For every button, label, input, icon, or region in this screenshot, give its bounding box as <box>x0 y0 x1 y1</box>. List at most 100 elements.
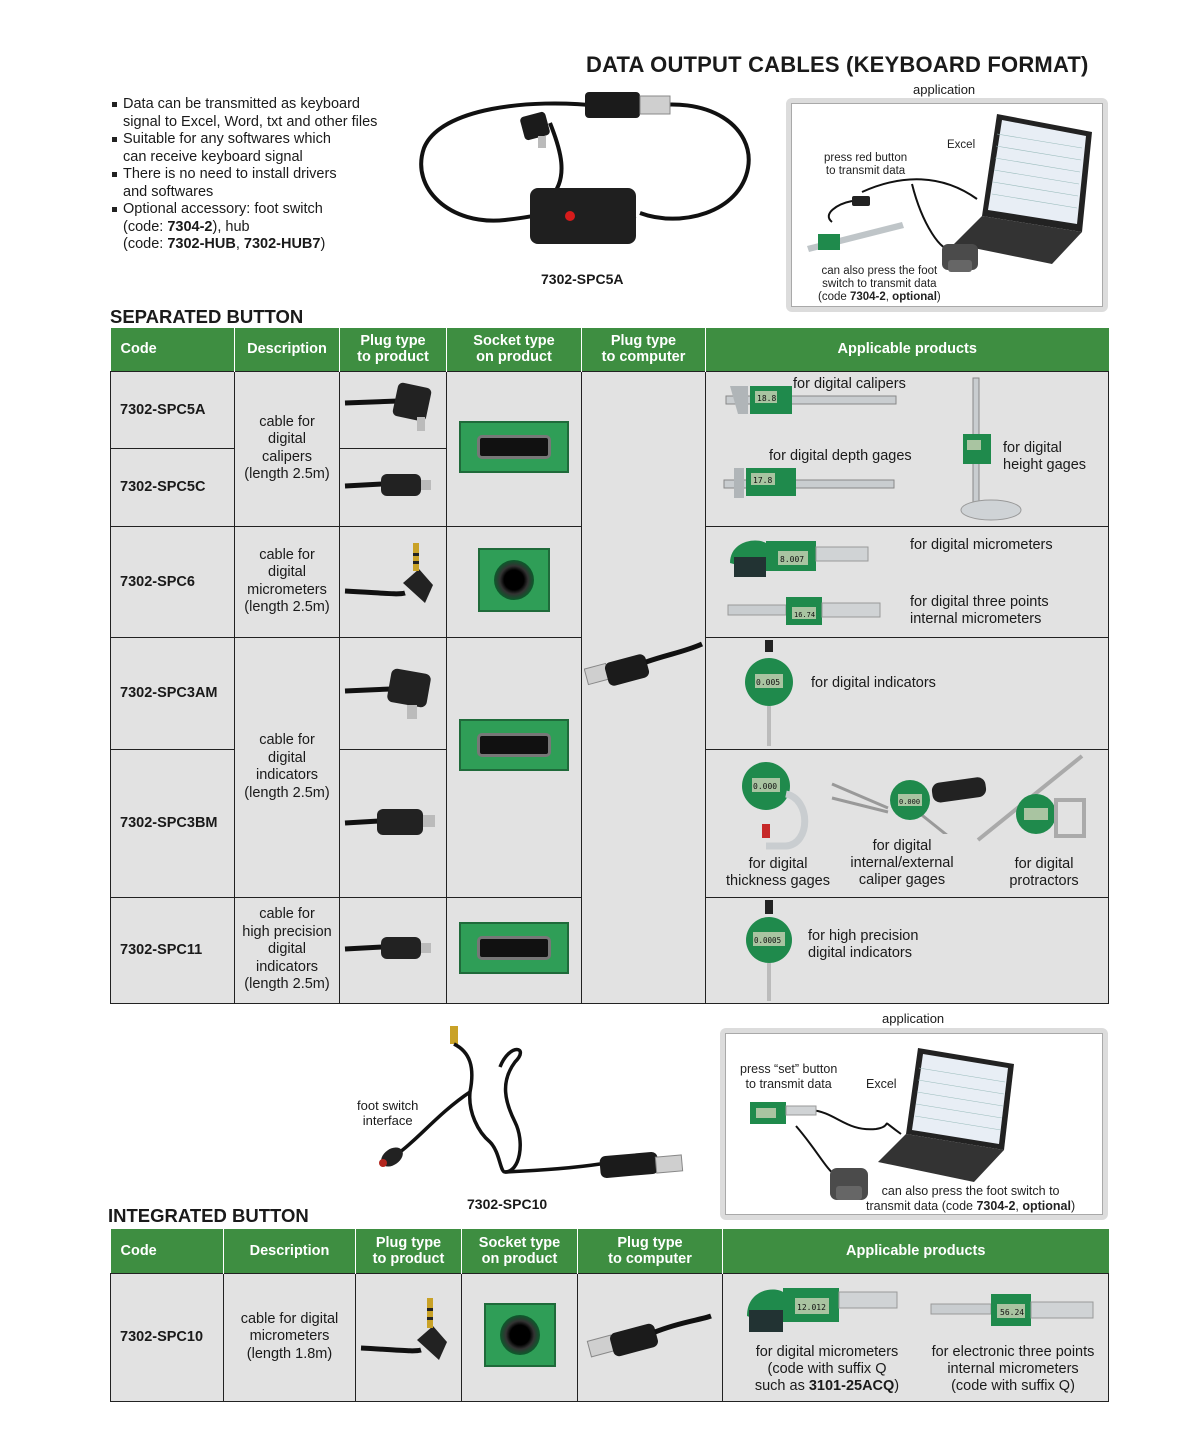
digital-protractor-image <box>976 753 1086 842</box>
plug-product-cell <box>355 1272 462 1402</box>
applicable-cell: 12.012 for digital micrometers(code with… <box>722 1272 1109 1402</box>
applicable-cell: 18.8 for digital calipers 17.8 for digit… <box>705 370 1109 527</box>
svg-text:56.24: 56.24 <box>1000 1308 1024 1317</box>
application-label: application <box>913 82 976 97</box>
plug-angled-micro-usb-image <box>344 382 432 431</box>
plug-micro-usb-image <box>344 474 431 496</box>
usb-a-plug-image <box>586 1313 712 1358</box>
svg-text:0.005: 0.005 <box>756 678 780 687</box>
plug-3-5mm-image <box>360 1298 447 1360</box>
digital-thickness-gage-image: 0.000 <box>742 761 809 849</box>
digital-depth-gage-image: 17.8 <box>723 467 895 498</box>
socket-product-cell <box>446 525 582 638</box>
svg-text:16.74: 16.74 <box>794 611 815 619</box>
excel-callout: Excel <box>947 139 976 151</box>
code-cell: 7302-SPC3BM <box>110 748 235 898</box>
code-cell: 7302-SPC10 <box>110 1272 224 1402</box>
hero-caption: 7302-SPC10 <box>467 1196 548 1212</box>
plug-mini-usb-image <box>344 809 435 835</box>
section-heading-separated: SEPARATED BUTTON <box>110 306 304 327</box>
socket-product-cell <box>446 636 582 898</box>
plug-product-cell <box>339 447 447 527</box>
applicable-cell: 8.007 for digital micrometers 16.74 for … <box>705 525 1109 638</box>
usb-a-plug-image <box>583 641 703 686</box>
code-cell: 7302-SPC3AM <box>110 636 235 750</box>
code-cell: 7302-SPC11 <box>110 896 235 1004</box>
header-code: Code <box>110 328 235 371</box>
plug-3-5mm-image <box>344 542 433 603</box>
app-micrometers-label: for digital micrometers(code with suffix… <box>754 1343 900 1394</box>
app-depth-label: for digital depth gages <box>769 447 912 464</box>
plug-product-cell <box>339 748 447 898</box>
page-title: DATA OUTPUT CABLES (KEYBOARD FORMAT) <box>586 52 1089 77</box>
plug-angled-mini-usb-image <box>344 668 431 719</box>
svg-text:17.8: 17.8 <box>753 476 772 485</box>
app-calipers-label: for digital calipers <box>793 375 906 392</box>
header-description: Description <box>223 1229 356 1273</box>
three-point-micrometer-image: 16.74 <box>727 596 881 625</box>
plug-micro-usb-image <box>344 937 431 959</box>
svg-text:12.012: 12.012 <box>797 1303 826 1312</box>
cable-spc10-image <box>379 1026 684 1178</box>
svg-text:0.0005: 0.0005 <box>754 936 781 945</box>
app-indicators-label: for digital indicators <box>811 674 936 691</box>
high-precision-indicator-image: 0.0005 <box>746 899 792 1001</box>
feature-item: Optional accessory: foot switch (code: 7… <box>112 201 412 254</box>
svg-text:0.000: 0.000 <box>899 798 920 806</box>
code-cell: 7302-SPC5C <box>110 447 235 527</box>
header-applicable: Applicable products <box>722 1229 1109 1273</box>
header-description: Description <box>234 328 340 371</box>
hero-caption: 7302-SPC5A <box>541 271 624 287</box>
plug-product-cell <box>339 370 447 449</box>
socket-product-cell <box>446 896 582 1004</box>
applicable-cell: 0.005 for digital indicators <box>705 636 1109 750</box>
section-heading-integrated: INTEGRATED BUTTON <box>108 1205 309 1226</box>
digital-indicator-image: 0.005 <box>745 639 793 746</box>
digital-height-gage-image <box>960 377 1022 520</box>
plug-computer-cell <box>577 1272 723 1402</box>
plug-product-cell <box>339 525 447 638</box>
excel-callout: Excel <box>866 1077 897 1091</box>
digital-micrometer-image: 12.012 <box>747 1287 898 1332</box>
digital-micrometer-image: 8.007 <box>730 539 869 577</box>
svg-text:0.000: 0.000 <box>753 782 777 791</box>
cable-spc5a-image <box>419 92 751 244</box>
header-applicable: Applicable products <box>705 328 1109 371</box>
plug-product-cell <box>339 636 447 750</box>
plug-computer-cell <box>581 370 706 1004</box>
socket-product-cell <box>461 1272 578 1402</box>
laptop-illustration <box>807 114 1092 272</box>
